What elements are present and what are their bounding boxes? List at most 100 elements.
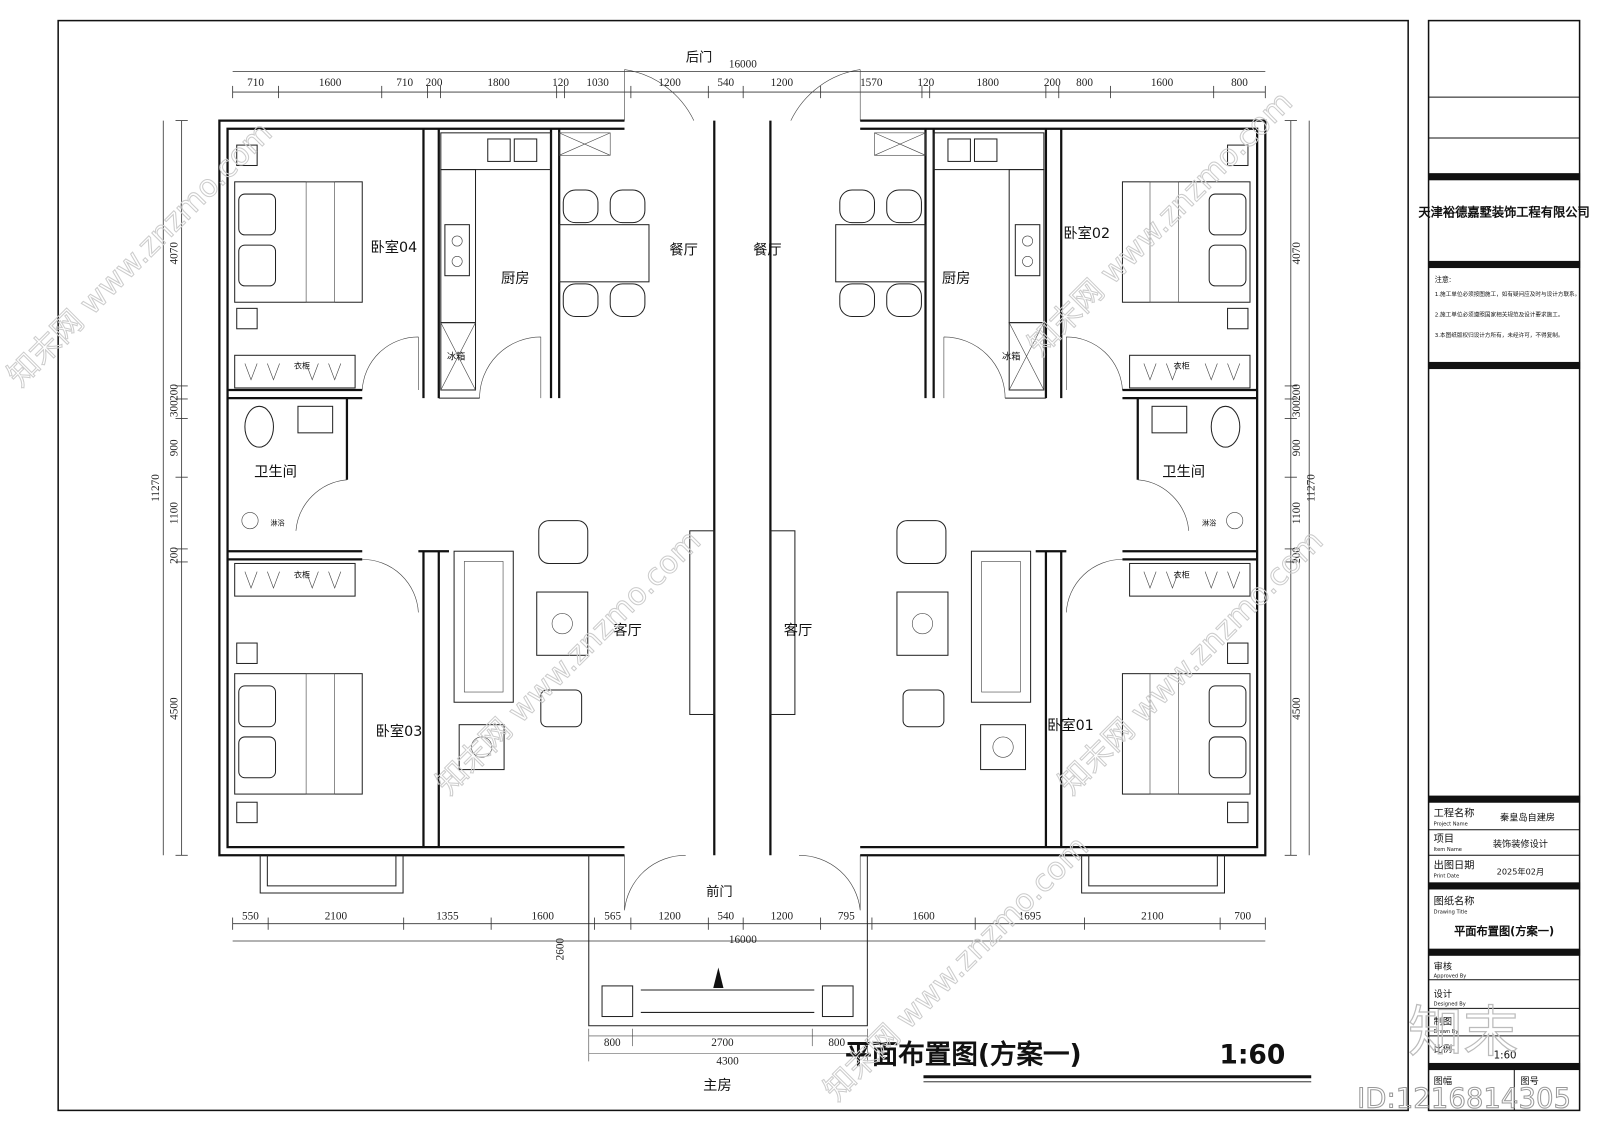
scale-value: 1:60 (1494, 1050, 1517, 1061)
dimension-value: 565 (604, 911, 621, 923)
right-total-dimension: 11270 (1305, 474, 1317, 502)
watermark: 知末网 www.znzmo.com 知末网 www.znzmo.com 知末网 … (1, 84, 1572, 1114)
front-porch (588, 855, 868, 1027)
dimension-value: 900 (1291, 439, 1303, 456)
dimension-value: 120 (552, 77, 569, 89)
watermark-text: 知末网 www.znzmo.com (1, 116, 279, 394)
dimension-value: 1600 (1151, 77, 1174, 89)
dimension-value: 1600 (319, 77, 342, 89)
dimension-value: 1800 (487, 77, 510, 89)
dimension-value: 200 (1044, 77, 1061, 89)
porch-seg-3: 800 (828, 1037, 845, 1049)
dimension-value: 200 (1291, 547, 1303, 564)
label-fridge-right: 冰箱 (1002, 350, 1020, 362)
drawing-title: 平面布置图(方案一) (845, 1039, 1081, 1070)
drawing-title-sub: Drawing Title (1434, 909, 1468, 915)
dimension-value: 1570 (860, 77, 883, 89)
title-block (1428, 96, 1581, 1111)
watermark-id: ID:1216814305 (1357, 1082, 1571, 1114)
dimension-value: 1800 (977, 77, 1000, 89)
designed-sub: Designed By (1434, 1001, 1466, 1007)
drawn-label: 制图 (1434, 1016, 1452, 1028)
print-date-value: 2025年02月 (1497, 867, 1544, 877)
dimension-value: 4500 (169, 697, 181, 720)
dimension-value: 1030 (586, 77, 609, 89)
room-kitchen-left: 厨房 (501, 270, 530, 287)
dimension-value: 700 (1234, 911, 1251, 923)
print-date-label: 出图日期 (1434, 859, 1475, 872)
dimension-value: 540 (717, 77, 734, 89)
dimension-value: 1100 (169, 502, 181, 524)
dimension-value: 1600 (532, 911, 555, 923)
room-dining-left: 餐厅 (669, 241, 698, 258)
watermark-text: 知末网 www.znzmo.com (1052, 524, 1330, 802)
project-name-label: 工程名称 (1434, 807, 1475, 820)
room-living-left: 客厅 (613, 622, 642, 639)
overall-width-top: 16000 (729, 59, 757, 71)
dimension-value: 2100 (325, 911, 348, 923)
north-arrow-icon (713, 967, 724, 988)
drawing-scale: 1:60 (1219, 1039, 1285, 1070)
room-living-right: 客厅 (784, 622, 813, 639)
label-wardrobe: 衣柜 (1173, 361, 1189, 371)
dimension-value: 550 (242, 911, 259, 923)
note-1: 1.施工单位必须按图施工，如有疑问应及时与设计方联系。 (1435, 290, 1581, 298)
dimension-value: 1200 (658, 911, 681, 923)
sheet-no-label: 图号 (1520, 1076, 1538, 1087)
designed-label: 设计 (1434, 988, 1452, 1000)
room-bedroom01: 卧室01 (1047, 717, 1094, 734)
note-3: 3.本图纸版权归设计方所有，未经许可，不得复制。 (1435, 331, 1564, 339)
approved-label: 审核 (1434, 961, 1452, 973)
left-total-dimension: 11270 (150, 474, 162, 502)
porch-depth: 2600 (554, 938, 566, 961)
dimension-value: 540 (717, 911, 734, 923)
room-bedroom03: 卧室03 (376, 723, 423, 740)
approved-sub: Approved By (1434, 974, 1467, 980)
dimension-value: 1200 (658, 77, 681, 89)
dimension-value: 120 (917, 77, 934, 89)
title-block-drawing-title: 平面布置图(方案一) (1454, 924, 1554, 938)
item-name-value: 装饰装修设计 (1493, 838, 1548, 850)
dimension-value: 4070 (169, 242, 181, 265)
dimension-value: 1600 (912, 911, 935, 923)
room-bath-left: 卫生间 (254, 464, 297, 481)
label-fridge-left: 冰箱 (447, 350, 465, 362)
dimension-value: 300 (1291, 400, 1303, 417)
item-name-sub: Item Name (1434, 847, 1462, 853)
dimension-value: 1695 (1019, 911, 1042, 923)
watermark-text: 知末网 www.znzmo.com (430, 524, 708, 802)
print-date-sub: Print Date (1434, 874, 1460, 880)
dimension-value: 200 (169, 547, 181, 564)
dimension-value: 4070 (1291, 242, 1303, 265)
dimension-value: 710 (396, 77, 413, 89)
room-bedroom02: 卧室02 (1063, 225, 1110, 242)
porch-width: 4300 (716, 1055, 739, 1067)
drawn-sub: Drawn By (1434, 1029, 1459, 1035)
scale-label: 比例 (1434, 1043, 1452, 1055)
porch-seg-2: 2700 (711, 1037, 734, 1049)
dimension-value: 200 (426, 77, 443, 89)
dimension-value: 200 (1291, 384, 1303, 401)
dimension-value: 1200 (771, 77, 794, 89)
label-shower: 淋浴 (270, 519, 284, 528)
label-main-house: 主房 (703, 1077, 732, 1094)
room-dining-right: 餐厅 (753, 241, 782, 258)
dimension-value: 710 (247, 77, 264, 89)
dimension-value: 2100 (1141, 911, 1164, 923)
dimension-value: 200 (169, 384, 181, 401)
dimension-value: 800 (1076, 77, 1093, 89)
label-front-door: 前门 (706, 883, 733, 900)
company-name: 天津裕德嘉墅装饰工程有限公司 (1418, 205, 1589, 220)
dimension-lines: 710 1600 710 200 1800 120 1030 1200 540 1200 1570 1… (162, 71, 1310, 942)
drawing-title-label: 图纸名称 (1434, 894, 1475, 907)
overall-width-bottom: 16000 (729, 934, 757, 946)
sheet-size-label: 图幅 (1434, 1075, 1452, 1087)
dimension-value: 4500 (1291, 697, 1303, 720)
room-kitchen-right: 厨房 (942, 270, 971, 287)
item-name-label: 项目 (1434, 833, 1454, 845)
project-name-value: 秦皇岛自建房 (1500, 812, 1555, 824)
label-back-door: 后门 (686, 49, 713, 65)
dimension-value: 300 (169, 400, 181, 417)
project-name-sub: Project Name (1434, 822, 1468, 828)
